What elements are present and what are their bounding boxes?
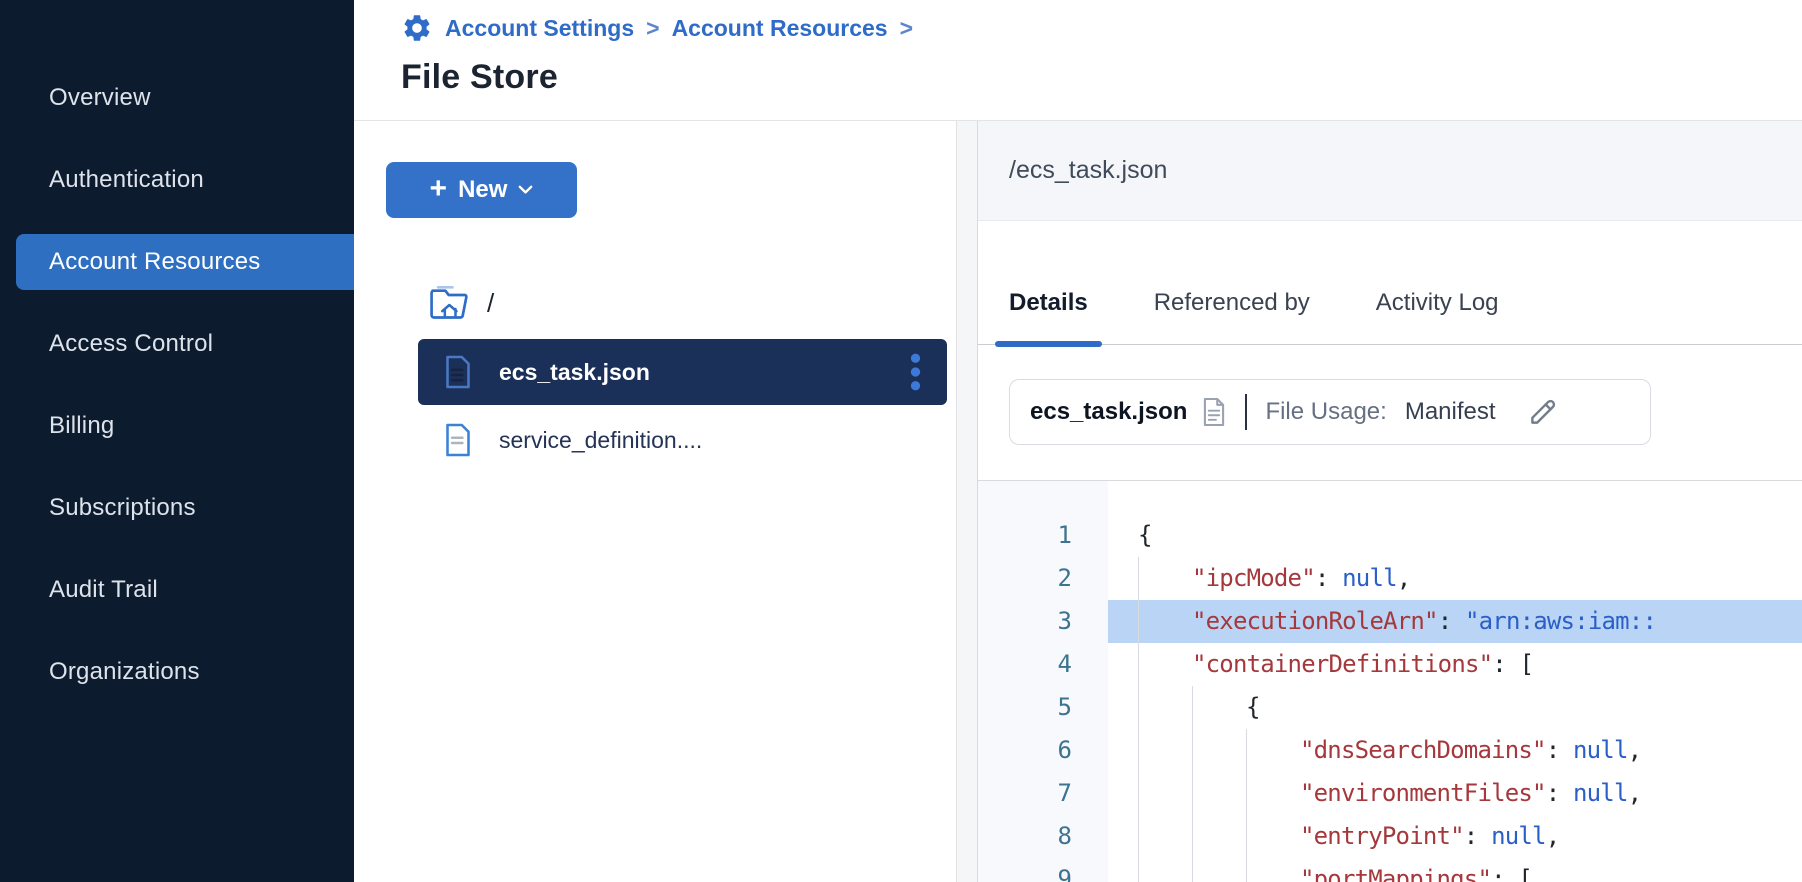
file-path-bar: /ecs_task.json [978, 121, 1802, 221]
code-line-9: "portMappings": [ [1108, 858, 1802, 882]
code-line-5: { [1108, 686, 1802, 729]
document-icon [443, 422, 473, 458]
tree-root-folder[interactable]: / [427, 282, 946, 324]
code-line-7: "environmentFiles": null, [1108, 772, 1802, 815]
content-split: + New [354, 121, 1802, 882]
line-number-4: 4 [1057, 650, 1072, 678]
code-line-6: "dnsSearchDomains": null, [1108, 729, 1802, 772]
file-meta-card: ecs_task.json File Usage: Manifest [1009, 379, 1651, 445]
page-title: File Store [401, 58, 558, 96]
sidebar-item-audit-trail[interactable]: Audit Trail [49, 576, 158, 603]
sidebar-item-authentication[interactable]: Authentication [49, 166, 204, 193]
code-content: { "ipcMode": null,"executionRoleArn": "ar… [1108, 481, 1802, 882]
code-line-1: { [1138, 521, 1152, 549]
main-area: Account Settings > Account Resources > F… [354, 0, 1802, 882]
breadcrumb-separator: > [899, 14, 914, 41]
breadcrumb-link-account-resources[interactable]: Account Resources [671, 14, 888, 41]
tree-root-label: / [487, 287, 495, 318]
file-meta-zone: ecs_task.json File Usage: Manifest [978, 345, 1802, 445]
new-button[interactable]: + New [386, 162, 577, 218]
line-number-5: 5 [1057, 693, 1072, 721]
scrollbar-track[interactable] [956, 121, 978, 882]
file-tree-panel: + New [354, 121, 956, 882]
line-number-1: 1 [1057, 521, 1072, 549]
file-usage-label: File Usage: [1265, 398, 1387, 425]
sidebar-item-subscriptions[interactable]: Subscriptions [49, 494, 196, 521]
code-line-8: "entryPoint": null, [1108, 815, 1802, 858]
file-name: service_definition.... [499, 426, 703, 453]
folder-home-icon [427, 283, 471, 323]
code-line-3: "executionRoleArn": "arn:aws:iam:: [1108, 600, 1802, 643]
document-icon [443, 353, 473, 391]
tab-activity-log[interactable]: Activity Log [1375, 288, 1499, 316]
line-number-7: 7 [1057, 779, 1072, 807]
tab-referenced-by[interactable]: Referenced by [1153, 288, 1310, 316]
file-row-ecs-task[interactable]: ecs_task.json [418, 339, 947, 405]
file-details-panel: /ecs_task.json Details Referenced by Act… [978, 121, 1802, 882]
sidebar-item-organizations[interactable]: Organizations [49, 658, 200, 685]
breadcrumb-link-account-settings[interactable]: Account Settings [445, 14, 635, 41]
line-number-8: 8 [1057, 822, 1072, 850]
kebab-menu-icon[interactable] [906, 351, 925, 393]
code-line-4: "containerDefinitions": [ [1108, 643, 1802, 686]
line-number-9: 9 [1057, 865, 1072, 882]
line-number-6: 6 [1057, 736, 1072, 764]
breadcrumb: Account Settings > Account Resources > [401, 10, 1802, 46]
plus-icon: + [429, 172, 448, 205]
sidebar-item-access-control[interactable]: Access Control [49, 330, 214, 357]
file-path: /ecs_task.json [1009, 156, 1168, 184]
sidebar-item-billing[interactable]: Billing [49, 412, 115, 439]
new-button-label: New [458, 176, 508, 203]
details-tabs: Details Referenced by Activity Log [978, 221, 1802, 347]
line-number-2: 2 [1057, 564, 1072, 592]
line-number-3: 3 [1057, 607, 1072, 635]
document-icon [1201, 396, 1227, 428]
code-line-2: "ipcMode": null, [1108, 557, 1802, 600]
line-number-gutter: 1 2 3 4 5 6 7 8 9 [978, 481, 1108, 882]
file-name: ecs_task.json [499, 358, 650, 385]
file-row-service-definition[interactable]: service_definition.... [418, 413, 947, 467]
pencil-icon[interactable] [1524, 393, 1562, 431]
chevron-down-icon [518, 185, 533, 195]
breadcrumb-separator: > [646, 14, 660, 41]
gear-icon [401, 12, 433, 44]
sidebar-item-overview[interactable]: Overview [49, 84, 151, 111]
sidebar-item-account-resources[interactable]: Account Resources [16, 234, 354, 290]
code-viewer[interactable]: 1 2 3 4 5 6 7 8 9 { "ipcMode": null,"executionRol… [978, 480, 1802, 882]
vertical-divider [1245, 394, 1248, 430]
page-header: Account Settings > Account Resources > F… [354, 0, 1802, 121]
tab-details[interactable]: Details [995, 221, 1102, 347]
file-usage-value: Manifest [1404, 398, 1496, 425]
meta-filename: ecs_task.json [1030, 398, 1188, 425]
